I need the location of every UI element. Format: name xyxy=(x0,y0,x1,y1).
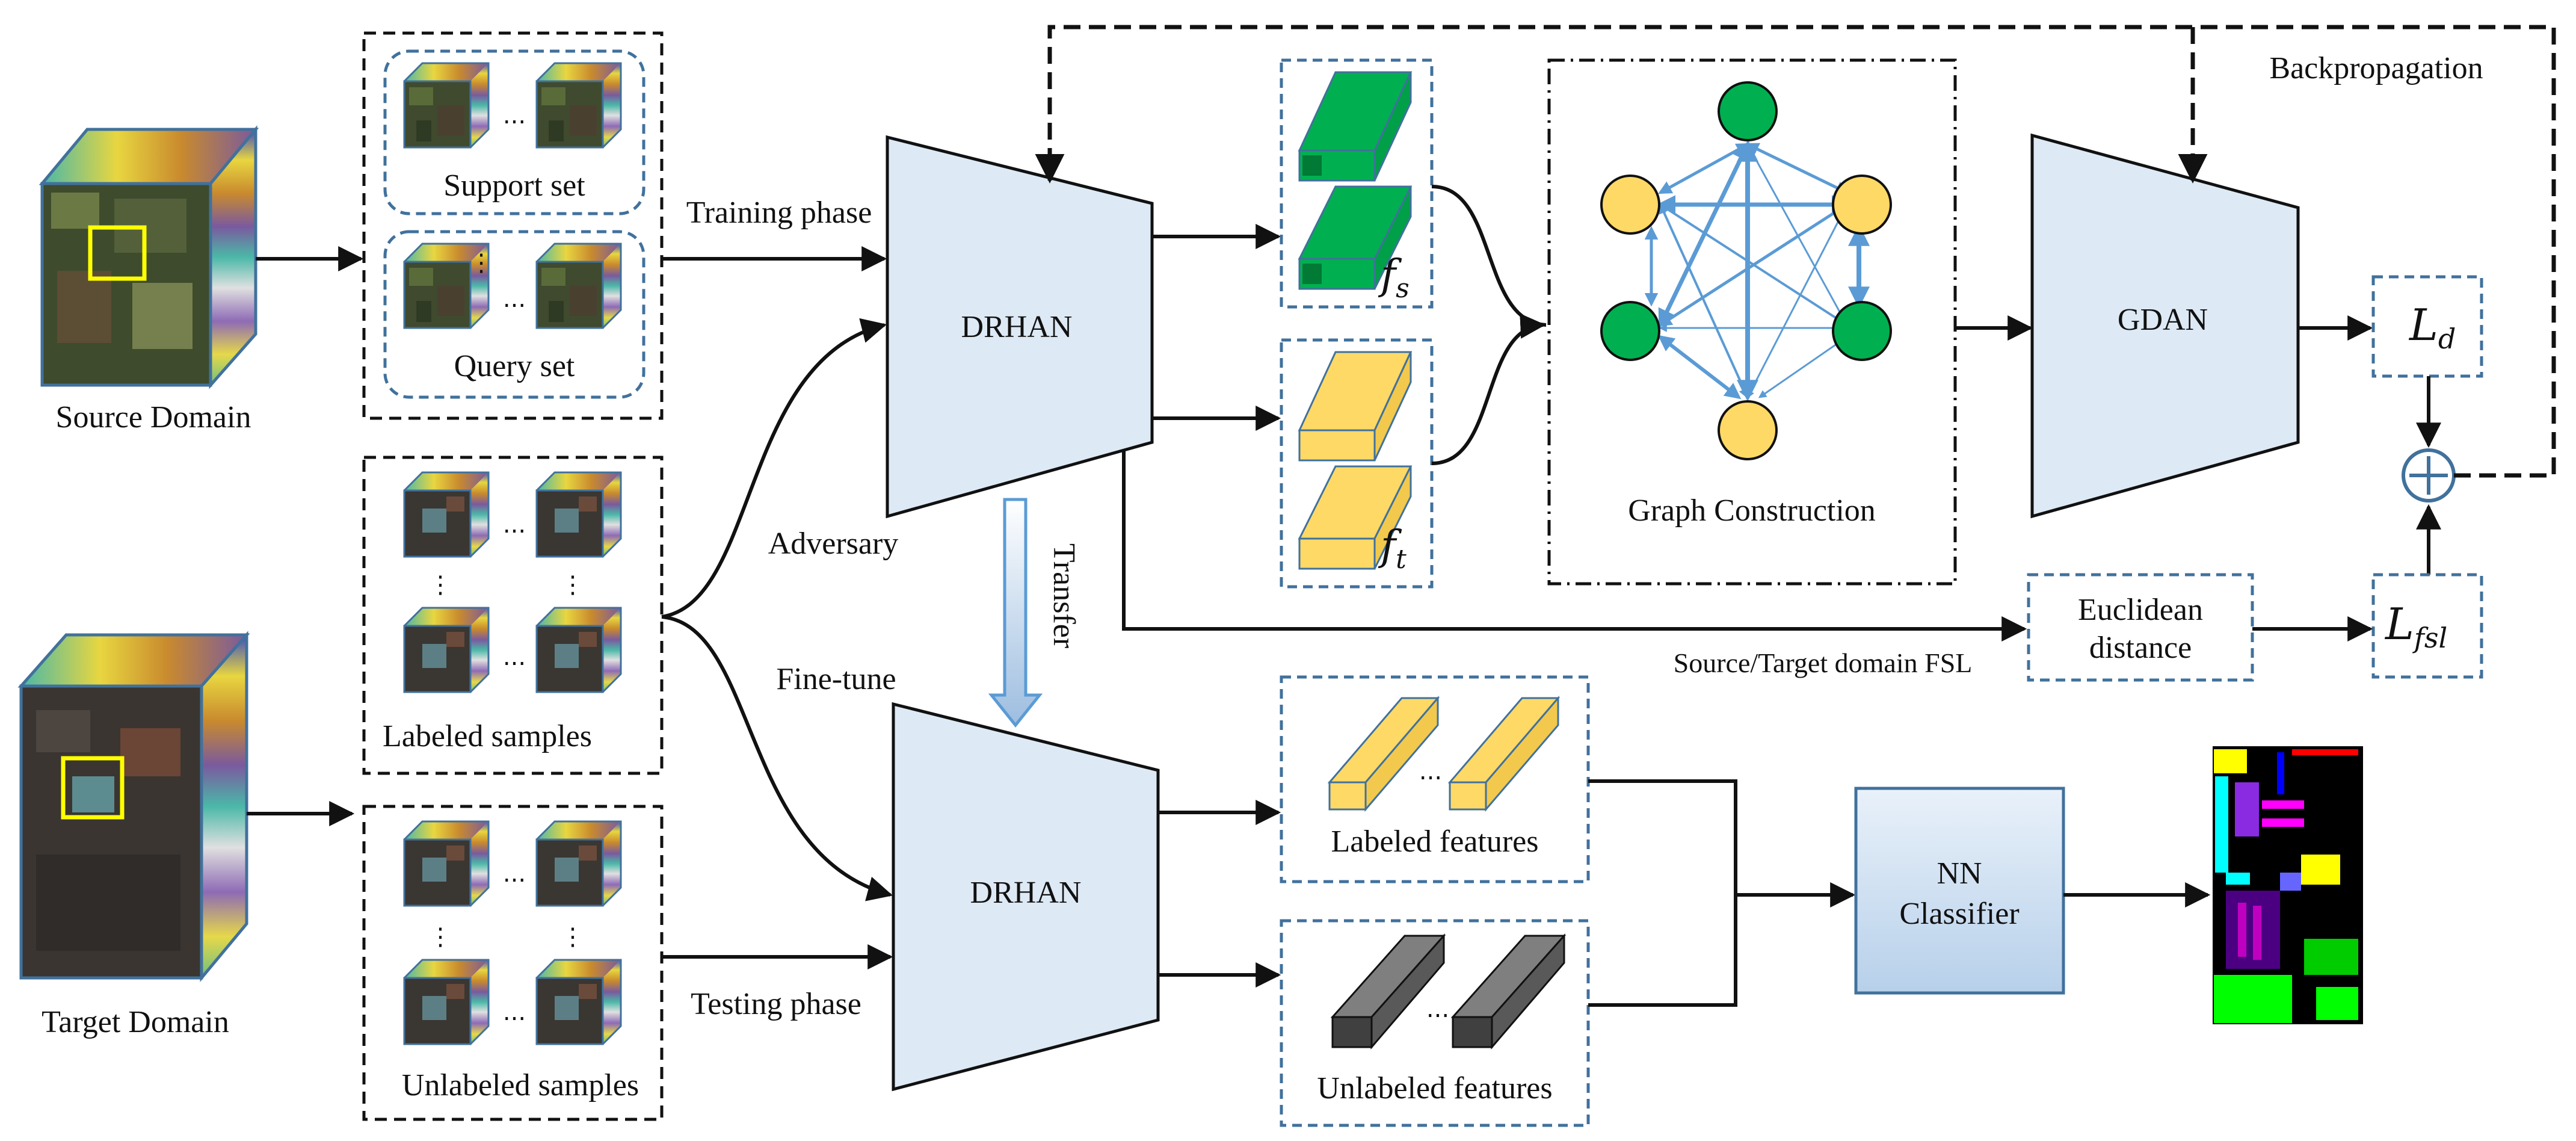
support-cube-first xyxy=(403,62,490,149)
drhan-bottom-network xyxy=(892,702,1160,1092)
labeled-features-label: Labeled features xyxy=(1331,824,1538,859)
euclidean-distance-box xyxy=(2027,573,2254,682)
unlabeled-cube-1 xyxy=(403,820,490,907)
graph-node-source-2 xyxy=(1600,301,1660,361)
query-vdots: ⋮ xyxy=(469,249,493,277)
unlabeled-samples-label: Unlabeled samples xyxy=(402,1068,639,1102)
fs-to-graph-curve xyxy=(1431,185,1547,327)
fs-feature-bar-2 xyxy=(1298,185,1413,290)
query-ellipsis: ... xyxy=(503,285,526,313)
labeled-samples-label: Labeled samples xyxy=(383,719,592,753)
fs-symbol: fs xyxy=(1378,252,1410,304)
labeled-samples-box xyxy=(362,456,664,775)
euclidean-label-line2: distance xyxy=(2089,631,2192,665)
backpropagation-label: Backpropagation xyxy=(2269,51,2483,85)
testing-phase-label: Testing phase xyxy=(691,987,861,1021)
drhan-top-label: DRHAN xyxy=(961,310,1073,344)
gdan-network xyxy=(2030,133,2300,519)
gdan-label: GDAN xyxy=(2118,303,2208,337)
unlabeled-cube-3 xyxy=(403,959,490,1045)
source-domain-label: Source Domain xyxy=(56,400,251,434)
labeled-cube-2 xyxy=(535,471,622,558)
source-sets-box xyxy=(362,31,664,420)
drhan-bottom-label: DRHAN xyxy=(970,876,1082,910)
query-cube-last xyxy=(535,243,622,329)
unlabeled-features-box xyxy=(1280,919,1590,1127)
unlabeled-feature-bar-1 xyxy=(1330,933,1446,1050)
unlabeled-vdots-left: ⋮ xyxy=(428,923,452,951)
support-set-box xyxy=(383,49,646,215)
labeled-cube-1 xyxy=(403,471,490,558)
features-merge-bracket xyxy=(1588,779,1737,1007)
query-set-box xyxy=(383,230,646,399)
labeled-features-ellipsis: ... xyxy=(1419,758,1442,785)
unlabeled-features-ellipsis: ... xyxy=(1426,995,1449,1023)
unlabeled-ellipsis-top: ... xyxy=(503,860,526,888)
graph-node-target-3 xyxy=(1718,400,1778,460)
lfsl-symbol: Lfsl xyxy=(2384,599,2447,654)
target-domain-label: Target Domain xyxy=(42,1005,229,1039)
graph-node-source-3 xyxy=(1832,301,1892,361)
graph-node-target-2 xyxy=(1832,175,1892,235)
lfsl-loss-box xyxy=(2371,573,2483,679)
ft-feature-bar-2 xyxy=(1298,465,1413,570)
nn-classifier-label-line2: Classifier xyxy=(1899,897,2019,931)
labeled-cube-4 xyxy=(535,607,622,693)
fine-tune-label: Fine-tune xyxy=(776,662,896,696)
ld-symbol: Ld xyxy=(2408,300,2456,355)
graph-edges xyxy=(1644,140,1870,402)
training-phase-label: Training phase xyxy=(686,196,872,230)
adversary-arrow xyxy=(661,318,887,619)
labeled-vdots-right: ⋮ xyxy=(561,571,585,599)
support-cube-last xyxy=(535,62,622,149)
fine-tune-arrow xyxy=(661,615,893,901)
ft-symbol: ft xyxy=(1378,522,1407,575)
labeled-vdots-left: ⋮ xyxy=(428,571,452,599)
unlabeled-feature-bar-2 xyxy=(1450,933,1567,1050)
labeled-feature-bar-1 xyxy=(1327,695,1440,812)
source-domain-cube xyxy=(39,125,259,389)
ld-loss-box xyxy=(2371,275,2483,378)
adversary-label: Adversary xyxy=(768,527,899,561)
backpropagation-path xyxy=(1035,25,2556,478)
fs-feature-bar-1 xyxy=(1298,71,1413,182)
target-domain-cube xyxy=(17,631,250,982)
labeled-feature-bar-2 xyxy=(1447,695,1561,812)
ft-feature-bar-1 xyxy=(1298,351,1413,462)
ft-to-graph-curve xyxy=(1431,313,1546,465)
euclidean-label-line1: Euclidean xyxy=(2078,593,2203,627)
fsl-path xyxy=(1122,451,2027,642)
graph-node-source-1 xyxy=(1718,81,1778,141)
support-set-label: Support set xyxy=(443,169,585,203)
labeled-ellipsis-bottom: ... xyxy=(503,643,526,671)
fsl-caption: Source/Target domain FSL xyxy=(1674,648,1973,678)
unlabeled-cube-4 xyxy=(535,959,622,1045)
unlabeled-vdots-right: ⋮ xyxy=(561,923,585,951)
nn-classifier-box xyxy=(1854,787,2065,995)
query-set-label: Query set xyxy=(454,349,575,383)
support-ellipsis: ... xyxy=(503,102,526,129)
unlabeled-cube-2 xyxy=(535,820,622,907)
nn-classifier-label-line1: NN xyxy=(1937,856,1982,891)
unlabeled-features-label: Unlabeled features xyxy=(1317,1071,1552,1105)
labeled-ellipsis-top: ... xyxy=(503,511,526,539)
transfer-label: Transfer xyxy=(1047,543,1081,648)
unlabeled-ellipsis-bottom: ... xyxy=(503,998,526,1026)
unlabeled-samples-box xyxy=(362,805,664,1121)
transfer-arrow xyxy=(988,498,1043,728)
graph-node-target-1 xyxy=(1600,175,1660,235)
fs-feature-box xyxy=(1280,58,1434,309)
classification-map xyxy=(2213,746,2363,1024)
graph-construction-box xyxy=(1547,58,1957,586)
graph-construction-label: Graph Construction xyxy=(1628,493,1876,528)
labeled-cube-3 xyxy=(403,607,490,693)
